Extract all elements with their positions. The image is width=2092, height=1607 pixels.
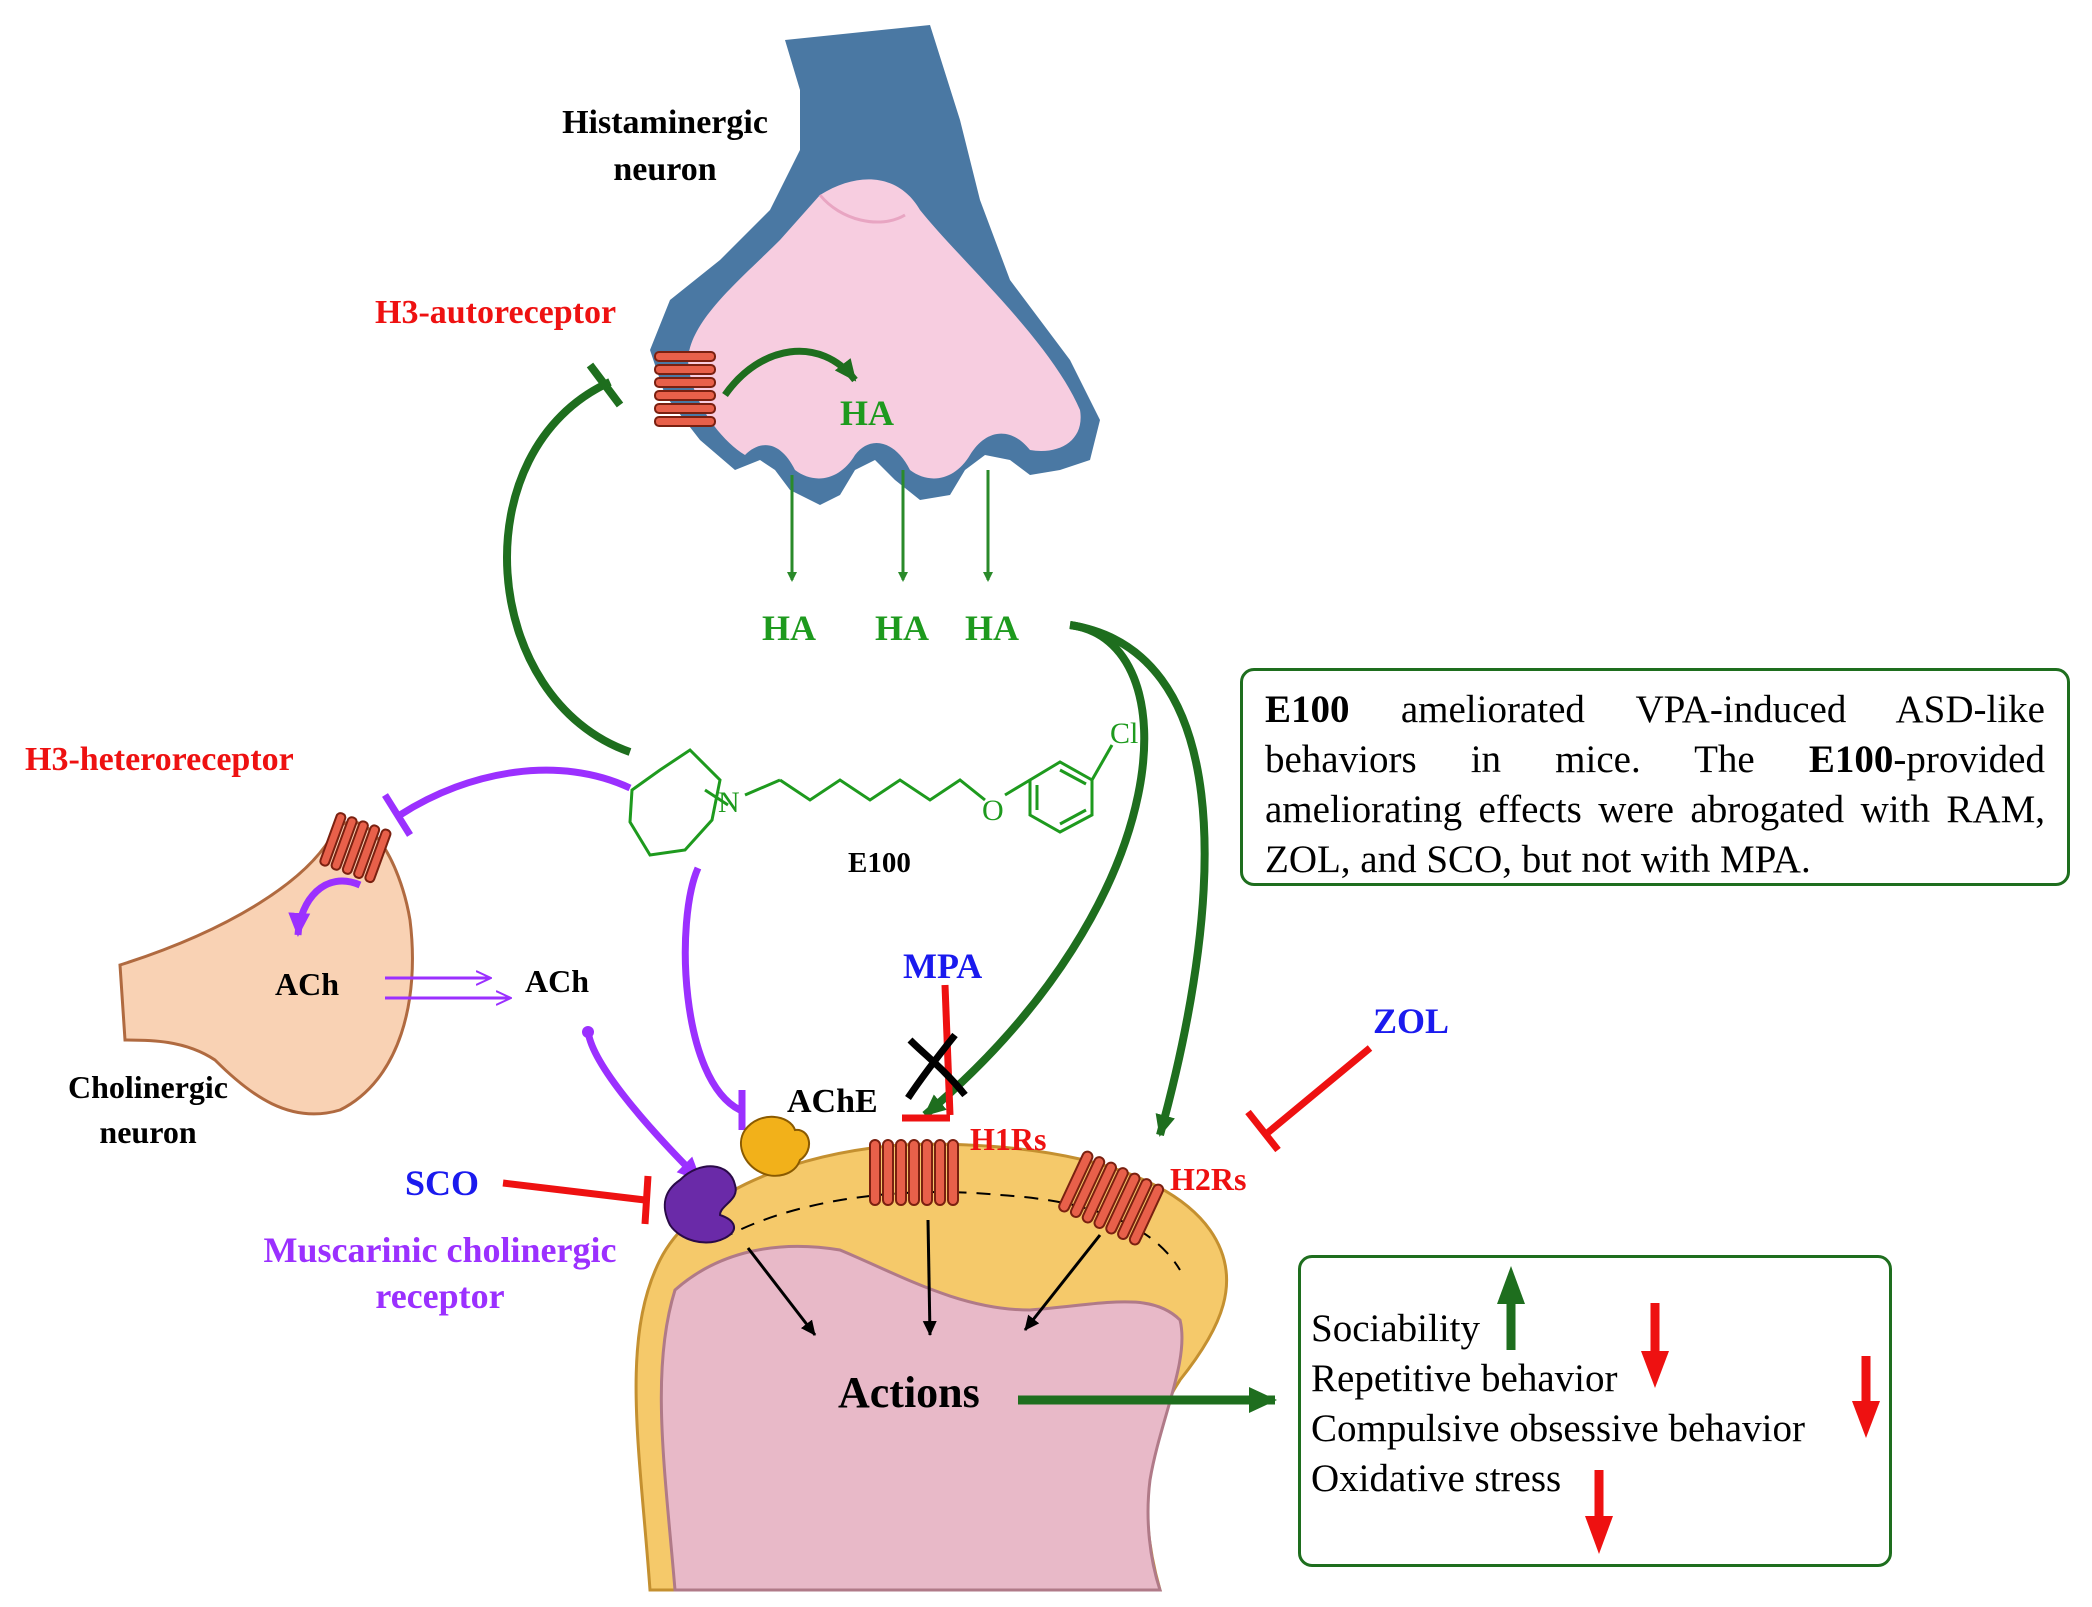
actions-label: Actions xyxy=(838,1368,980,1417)
inhibition-bar-autoreceptor xyxy=(586,362,624,408)
ha-released-label-3: HA xyxy=(965,608,1019,648)
ha-release-arrows xyxy=(787,470,993,582)
histaminergic-label-line2: neuron xyxy=(613,151,716,188)
h2rs-label: H2Rs xyxy=(1170,1161,1246,1197)
summary-info-box: E100 ameliorated VPA-induced ASD-like be… xyxy=(1240,668,2070,886)
heteroreceptor-to-ach-arrow xyxy=(288,877,362,937)
ha-inside-label: HA xyxy=(840,393,894,433)
zol-inhibitor-line xyxy=(1262,1045,1373,1138)
ha-to-h1rs-arrow xyxy=(922,621,1149,1119)
e100-chlorine: Cl xyxy=(1110,717,1138,750)
histaminergic-neuron xyxy=(650,25,1100,505)
postsynaptic-neuron xyxy=(634,1142,1229,1592)
outcomes-box: Sociability Repetitive behavior Compulsi… xyxy=(1298,1255,1892,1567)
e100-oxygen: O xyxy=(982,794,1004,827)
ach-to-muscarinic-arrow xyxy=(584,1029,703,1183)
ha-released-label-2: HA xyxy=(875,608,929,648)
ach-released-label: ACh xyxy=(525,963,589,999)
zol-inhibitor-bar xyxy=(1245,1109,1281,1153)
ha-to-h2rs-arrow xyxy=(1069,621,1209,1137)
ach-inside-label: ACh xyxy=(275,966,339,1002)
mpa-blocked-cross xyxy=(905,1032,968,1100)
outcome-compulsive-behavior: Compulsive obsessive behavior xyxy=(1311,1407,1805,1450)
outcome-sociability: Sociability xyxy=(1311,1307,1480,1350)
summary-text-2: -provided ameliorating effects were abro… xyxy=(1265,738,2045,881)
e100-label: E100 xyxy=(848,847,911,879)
mpa-label: MPA xyxy=(903,946,982,986)
e100-molecule xyxy=(628,744,1114,857)
h2rs-receptor-shape xyxy=(1058,1150,1165,1246)
histaminergic-label-line1: Histaminergic xyxy=(562,104,768,141)
h3-heteroreceptor-label: H3-heteroreceptor xyxy=(25,741,294,778)
e100-to-h3-heteroreceptor-inhibition xyxy=(398,766,632,818)
repetitive-down-arrow-icon xyxy=(1641,1303,1669,1388)
oxidative-down-arrow-icon xyxy=(1585,1470,1613,1554)
muscarinic-label-line1: Muscarinic cholinergic xyxy=(264,1230,617,1270)
sco-inhibitor-bar xyxy=(641,1175,652,1225)
h1rs-receptor-shape xyxy=(869,1139,959,1206)
actions-arrows xyxy=(746,1219,1102,1336)
h3-autoreceptor-label: H3-autoreceptor xyxy=(375,294,616,331)
outcome-repetitive-behavior: Repetitive behavior xyxy=(1311,1357,1618,1400)
muscarinic-label-line2: receptor xyxy=(375,1276,504,1316)
h1rs-label: H1Rs xyxy=(970,1121,1046,1157)
sco-inhibitor-line xyxy=(502,1179,646,1204)
cholinergic-label-line1: Cholinergic xyxy=(68,1069,228,1105)
ha-released-label-1: HA xyxy=(762,608,816,648)
summary-compound-2: E100 xyxy=(1808,738,1894,781)
compulsive-down-arrow-icon xyxy=(1852,1356,1880,1438)
e100-to-ache-inhibition xyxy=(681,866,742,1114)
summary-text-1: ameliorated VPA-induced ASD-like behavio… xyxy=(1265,688,2045,781)
ach-arrow-tail xyxy=(582,1026,594,1038)
e100-to-h3-autoreceptor-inhibition xyxy=(503,378,632,756)
summary-compound-1: E100 xyxy=(1265,688,1350,731)
e100-nitrogen: N xyxy=(718,786,740,819)
muscarinic-receptor-shape xyxy=(663,1165,737,1244)
ache-label: AChE xyxy=(787,1083,878,1120)
h3-heteroreceptor-shape xyxy=(319,812,392,884)
ha-synthesis-arrow xyxy=(722,347,858,398)
cholinergic-label-line2: neuron xyxy=(99,1114,196,1150)
inhibition-bar-heteroreceptor xyxy=(382,793,413,837)
outcome-arrows xyxy=(1497,1266,1880,1554)
ache-enzyme-shape xyxy=(740,1115,810,1177)
h3-autoreceptor-shape xyxy=(654,351,716,427)
outcome-oxidative-stress: Oxidative stress xyxy=(1311,1457,1562,1500)
sco-label: SCO xyxy=(405,1163,479,1203)
zol-label: ZOL xyxy=(1373,1001,1449,1041)
sociability-up-arrow-icon xyxy=(1497,1266,1525,1350)
cholinergic-neuron xyxy=(118,820,414,1116)
